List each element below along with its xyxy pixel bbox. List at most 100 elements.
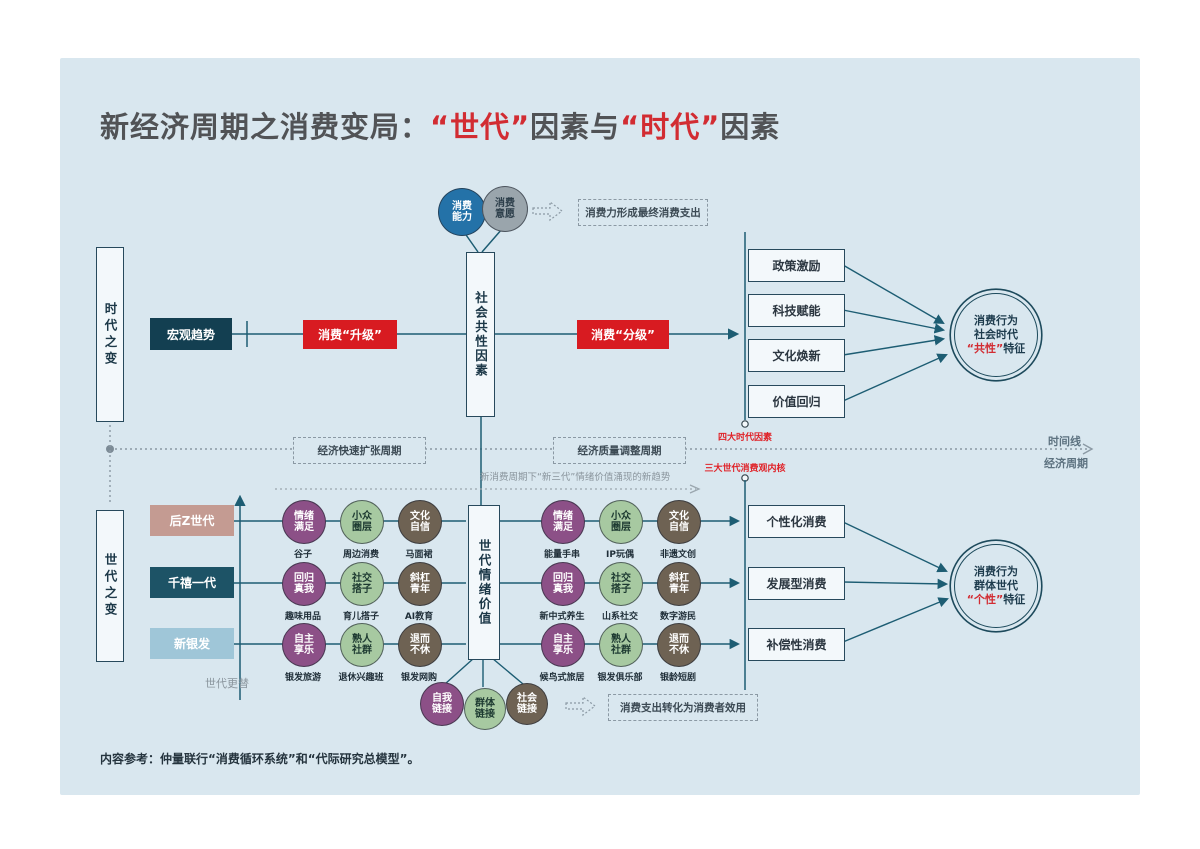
t: 社群 — [352, 645, 372, 656]
title-part3: 因素 — [720, 110, 781, 144]
timeline-axis-label: 时间线 — [1048, 435, 1081, 448]
tag-label: 银发俱乐部 — [597, 673, 643, 683]
tag-label: 周边消费 — [342, 550, 379, 560]
personality-line3: “个性”特征 — [967, 593, 1025, 607]
era-factor-technology: 科技赋能 — [748, 294, 845, 327]
t: 自信 — [669, 522, 689, 533]
three-generation-core-note: 三大世代消费观内核 — [704, 464, 786, 474]
value-circle-active-l3: 退而不休 — [398, 623, 442, 667]
tag-label: AI教育 — [404, 612, 434, 622]
trend-note: 新消费周期下“新三代”情绪价值涌现的新趋势 — [480, 472, 671, 483]
value-circle-niche-m1: 小众圈层 — [599, 500, 643, 544]
value-circle-pleasure-m3: 自主享乐 — [541, 623, 585, 667]
title-part2: 因素与 — [530, 110, 621, 144]
tag-label: 能量手串 — [543, 550, 580, 560]
t: 小众 — [352, 510, 372, 522]
t: 情绪 — [294, 510, 314, 522]
macro-trend-box: 宏观趋势 — [150, 318, 232, 350]
self-link-circle: 自我链接 — [420, 682, 464, 726]
t: 文化 — [669, 510, 689, 522]
t: 文化 — [410, 510, 430, 522]
t: 自我 — [432, 692, 452, 704]
tag-label: IP玩偶 — [606, 550, 634, 560]
value-circle-social-m2: 社交搭子 — [599, 562, 643, 606]
t: 情绪 — [553, 510, 573, 522]
t: 享乐 — [294, 645, 314, 656]
t: 退而 — [669, 633, 689, 645]
commonality-line2: 社会时代 — [974, 327, 1018, 341]
footer-reference: 内容参考：仲量联行“消费循环系统”和“代际研究总模型”。 — [100, 752, 420, 766]
t: 自主 — [553, 633, 573, 645]
title-part1: 新经济周期之消费变局： — [100, 110, 431, 144]
t: 斜杠 — [669, 572, 689, 584]
t: 真我 — [553, 584, 573, 595]
era-factor-value: 价值回归 — [748, 385, 845, 418]
consumption-ability-circle: 消费 能力 — [438, 188, 486, 236]
tag-label: 趣味用品 — [284, 612, 321, 622]
commonality-result-circle: 消费行为 社会时代 “共性”特征 — [954, 293, 1038, 377]
t: 链接 — [517, 704, 537, 715]
t: 群体 — [475, 697, 495, 709]
ability-line1: 消费 — [452, 200, 472, 212]
consumption-upgrade-box: 消费“升级” — [303, 320, 397, 349]
ability-line2: 能力 — [452, 212, 472, 223]
t: 小众 — [611, 510, 631, 522]
t: 青年 — [410, 584, 430, 595]
type-personalized: 个性化消费 — [748, 505, 845, 538]
page-title: 新经济周期之消费变局：“世代”因素与“时代”因素 — [100, 104, 780, 146]
era-factor-policy: 政策激励 — [748, 249, 845, 282]
t: 链接 — [475, 709, 495, 720]
commonality-line1: 消费行为 — [974, 313, 1018, 327]
t: 社会 — [517, 692, 537, 704]
t: 斜杠 — [410, 572, 430, 584]
generation-row-silver: 新银发 — [150, 628, 234, 659]
value-circle-community-m3: 熟人社群 — [599, 623, 643, 667]
value-circle-self-l2: 回归真我 — [282, 562, 326, 606]
personality-result-circle: 消费行为 群体世代 “个性”特征 — [954, 544, 1038, 628]
tag-label: 退休兴趣班 — [338, 673, 384, 683]
timeline-phase-adjustment: 经济质量调整周期 — [553, 437, 686, 464]
t: 圈层 — [352, 522, 372, 533]
t: 享乐 — [553, 645, 573, 656]
tag-label: 银发网购 — [400, 673, 437, 683]
era-change-axis-box: 时代之变 — [96, 247, 124, 422]
personality-red: “个性” — [966, 593, 1004, 607]
value-circle-active-m3: 退而不休 — [657, 623, 701, 667]
t: 社交 — [611, 572, 631, 584]
t: 链接 — [432, 704, 452, 715]
t: 搭子 — [611, 584, 631, 595]
generation-row-millennial: 千禧一代 — [150, 567, 234, 598]
type-developmental: 发展型消费 — [748, 567, 845, 600]
social-common-factor-box: 社会共性因素 — [466, 252, 495, 417]
generation-row-postz: 后Z世代 — [150, 505, 234, 536]
consumption-willingness-circle: 消费 意愿 — [482, 186, 528, 232]
type-compensatory: 补偿性消费 — [748, 628, 845, 661]
t: 社交 — [352, 572, 372, 584]
economic-cycle-axis-label: 经济周期 — [1044, 457, 1088, 470]
generation-emotion-value-box: 世代情绪价值 — [468, 505, 500, 660]
value-circle-slash-m2: 斜杠青年 — [657, 562, 701, 606]
t: 满足 — [294, 522, 314, 533]
t: 自主 — [294, 633, 314, 645]
personality-line1: 消费行为 — [974, 564, 1018, 578]
t: 熟人 — [352, 633, 372, 645]
t: 搭子 — [352, 584, 372, 595]
t: 社群 — [611, 645, 631, 656]
generation-turnover-label: 世代更替 — [205, 677, 249, 690]
t: 满足 — [553, 522, 573, 533]
tag-label: 谷子 — [293, 550, 312, 560]
t: 回归 — [294, 572, 314, 584]
willingness-line1: 消费 — [495, 197, 515, 209]
value-circle-slash-l2: 斜杠青年 — [398, 562, 442, 606]
tag-label: 候鸟式旅居 — [539, 673, 585, 683]
personality-line2: 群体世代 — [974, 578, 1018, 592]
tag-label: 非遗文创 — [659, 550, 696, 560]
tag-label: 马面裙 — [405, 550, 433, 560]
value-circle-self-m2: 回归真我 — [541, 562, 585, 606]
tag-label: 银龄短剧 — [659, 673, 696, 683]
spending-outcome-box: 消费力形成最终消费支出 — [578, 199, 708, 226]
t: 青年 — [669, 584, 689, 595]
t: 退而 — [410, 633, 430, 645]
willingness-line2: 意愿 — [495, 209, 515, 220]
